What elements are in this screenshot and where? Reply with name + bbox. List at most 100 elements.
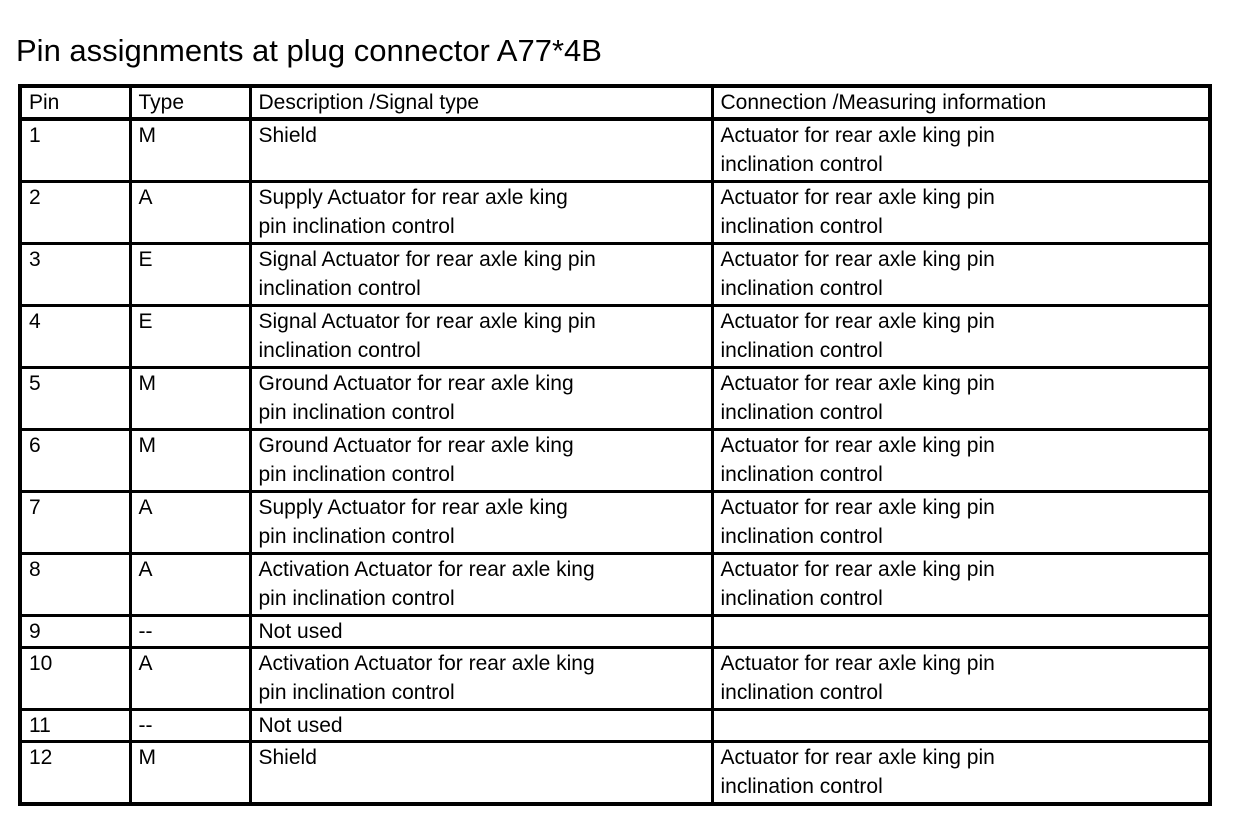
cell-description: Activation Actuator for rear axle king pi… [248, 646, 714, 711]
column-header-pin: Pin [18, 84, 132, 121]
cell-connection-line-1: Actuator for rear axle king pin [720, 124, 995, 147]
cell-description-line-2: pin inclination control [258, 401, 455, 424]
cell-pin-value: 12 [29, 746, 53, 769]
cell-type: M [128, 366, 252, 431]
cell-type: M [128, 428, 252, 493]
cell-type: A [128, 646, 252, 711]
cell-connection-line-1: Actuator for rear axle king pin [720, 372, 995, 395]
cell-description: Not used [248, 708, 714, 743]
cell-pin-value: 2 [29, 186, 41, 209]
cell-type: A [128, 180, 252, 245]
cell-connection-line-1: Actuator for rear axle king pin [720, 746, 995, 769]
cell-description: Not used [248, 614, 714, 649]
cell-type: E [128, 242, 252, 307]
table-header-row: Pin Type Description /Signal type Connec… [18, 84, 1212, 121]
cell-description-line-1: Ground Actuator for rear axle king [258, 372, 574, 395]
cell-pin: 10 [18, 646, 132, 711]
cell-description-line-2: pin inclination control [258, 525, 455, 548]
cell-type-value: A [138, 652, 153, 675]
cell-description-line-2: pin inclination control [258, 681, 455, 704]
cell-type-value: E [138, 248, 153, 271]
cell-connection: Actuator for rear axle king pin inclinati… [710, 740, 1212, 806]
cell-connection: Actuator for rear axle king pin inclinati… [710, 242, 1212, 307]
pin-assignments-table: Pin Type Description /Signal type Connec… [18, 84, 1212, 806]
cell-description-line-2: inclination control [258, 339, 421, 362]
cell-description-line-1: Shield [258, 124, 317, 147]
cell-pin-value: 6 [29, 434, 41, 457]
column-header-connection: Connection /Measuring information [710, 84, 1212, 121]
cell-connection-line-2: inclination control [720, 153, 883, 176]
cell-pin: 3 [18, 242, 132, 307]
table-row: 8 A Activation Actuator for rear axle king… [18, 552, 1212, 617]
cell-type-value: M [138, 124, 157, 147]
cell-pin: 5 [18, 366, 132, 431]
cell-pin: 9 [18, 614, 132, 649]
cell-type-value: A [138, 496, 153, 519]
cell-pin-value: 3 [29, 248, 41, 271]
cell-connection-line-1: Actuator for rear axle king pin [720, 496, 995, 519]
cell-pin: 11 [18, 708, 132, 743]
cell-connection-line-2: inclination control [720, 775, 883, 798]
cell-connection: Actuator for rear axle king pin inclinati… [710, 117, 1212, 183]
table-row: 10 A Activation Actuator for rear axle kin… [18, 646, 1212, 711]
cell-connection [710, 614, 1212, 649]
cell-connection-line-2: inclination control [720, 463, 883, 486]
cell-type: -- [128, 614, 252, 649]
table-row: 5 M Ground Actuator for rear axle king pin … [18, 366, 1212, 431]
cell-description: Ground Actuator for rear axle king pin in… [248, 366, 714, 431]
column-header-description: Description /Signal type [248, 84, 714, 121]
column-header-type: Type [128, 84, 252, 121]
cell-connection-line-1: Actuator for rear axle king pin [720, 248, 995, 271]
cell-description: Supply Actuator for rear axle king pin in… [248, 490, 714, 555]
cell-description-line-2: pin inclination control [258, 463, 455, 486]
cell-type: M [128, 740, 252, 806]
cell-description-line-1: Supply Actuator for rear axle king [258, 496, 568, 519]
cell-description-line-1: Not used [258, 620, 343, 643]
cell-pin: 4 [18, 304, 132, 369]
cell-connection-line-1: Actuator for rear axle king pin [720, 310, 995, 333]
cell-description: Shield [248, 117, 714, 183]
cell-pin: 7 [18, 490, 132, 555]
cell-pin: 6 [18, 428, 132, 493]
cell-pin: 1 [18, 117, 132, 183]
cell-connection-line-2: inclination control [720, 277, 883, 300]
cell-pin-value: 4 [29, 310, 41, 333]
cell-type-value: A [138, 558, 153, 581]
cell-connection-line-1: Actuator for rear axle king pin [720, 558, 995, 581]
cell-connection-line-1: Actuator for rear axle king pin [720, 652, 995, 675]
cell-description: Shield [248, 740, 714, 806]
cell-type-value: E [138, 310, 153, 333]
cell-type-value: -- [138, 714, 153, 737]
cell-description-line-2: inclination control [258, 277, 421, 300]
cell-connection [710, 708, 1212, 743]
cell-description-line-1: Activation Actuator for rear axle king [258, 652, 595, 675]
cell-type: A [128, 490, 252, 555]
cell-type: A [128, 552, 252, 617]
cell-connection-line-2: inclination control [720, 215, 883, 238]
cell-type-value: -- [138, 620, 153, 643]
cell-pin: 12 [18, 740, 132, 806]
cell-connection-line-2: inclination control [720, 401, 883, 424]
cell-pin-value: 5 [29, 372, 41, 395]
cell-pin-value: 7 [29, 496, 41, 519]
table-row: 1 M Shield Actuator for rear axle king pin i… [18, 117, 1212, 183]
cell-description-line-1: Supply Actuator for rear axle king [258, 186, 568, 209]
cell-pin-value: 8 [29, 558, 41, 581]
cell-pin-value: 9 [29, 620, 41, 643]
cell-connection: Actuator for rear axle king pin inclinati… [710, 366, 1212, 431]
cell-pin-value: 1 [29, 124, 41, 147]
cell-pin-value: 11 [29, 714, 51, 737]
table-row: 3 E Signal Actuator for rear axle king pin… [18, 242, 1212, 307]
